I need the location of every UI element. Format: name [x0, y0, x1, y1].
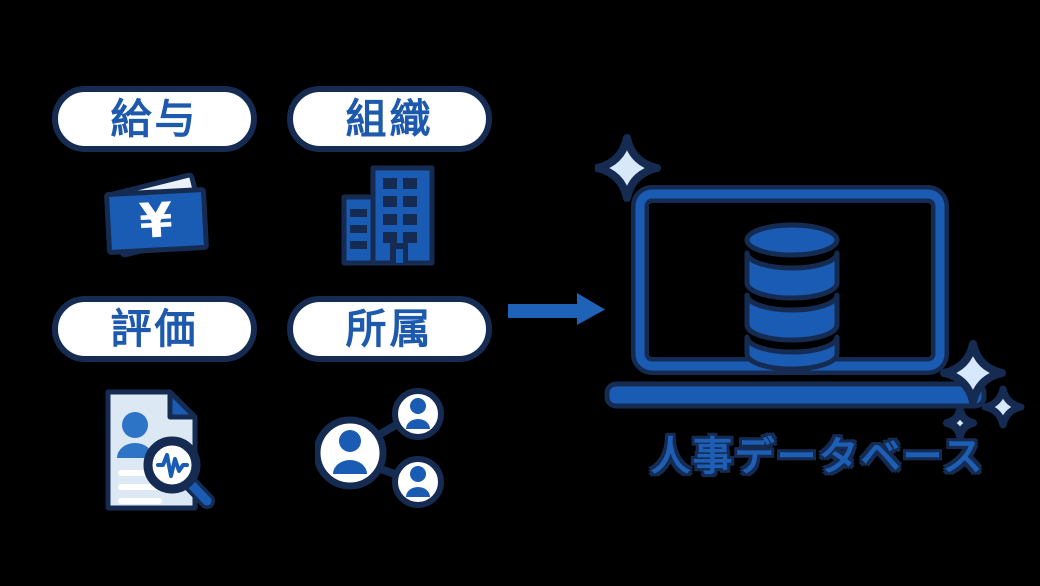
document-avatar-head [122, 412, 148, 438]
front-banknote [104, 187, 209, 255]
yen-symbol: ¥ [138, 192, 174, 250]
flow-arrow [505, 286, 610, 332]
building-door-panel [396, 249, 403, 263]
document-text-lines [118, 470, 162, 504]
person-bottom-body [406, 487, 430, 497]
building-windows [350, 178, 417, 249]
pill-affiliation: 所属 [287, 296, 492, 362]
document-avatar-body [117, 443, 153, 458]
small-building [341, 194, 376, 266]
person-top-body [406, 419, 430, 429]
pill-evaluation: 評価 [52, 296, 257, 362]
people-network-icon [315, 383, 450, 518]
person-circle-main [315, 416, 387, 490]
pill-evaluation-label: 評価 [110, 305, 199, 352]
office-building-icon [338, 163, 438, 268]
database-caption: 人事データベース [650, 435, 985, 479]
pill-salary-label: 給与 [110, 95, 199, 142]
sparkle-icon-bottom-right-large [940, 340, 1006, 406]
sparkle-icon-bottom-right-small [943, 406, 977, 440]
person-main-head [339, 430, 361, 452]
right-arrow-icon [508, 293, 605, 325]
pill-organization-label: 組織 [345, 95, 434, 142]
laptop-base [604, 381, 987, 409]
pill-salary: 給与 [52, 86, 257, 152]
person-top-head [410, 398, 426, 414]
document-analysis-icon [100, 388, 215, 516]
laptop-database-icon [595, 130, 1040, 440]
yen-banknotes-icon: ¥ [98, 170, 216, 265]
pill-organization: 組織 [287, 86, 492, 152]
pill-affiliation-label: 所属 [345, 305, 434, 352]
person-main-body [333, 460, 367, 474]
person-bottom-head [410, 466, 426, 482]
pulse-waveform [156, 453, 189, 478]
database-cylinder-icon [744, 222, 840, 372]
sparkle-icon-top-left [595, 134, 661, 202]
document-fold-corner [167, 389, 198, 420]
sparkle-icon-bottom-right-medium [981, 385, 1025, 429]
